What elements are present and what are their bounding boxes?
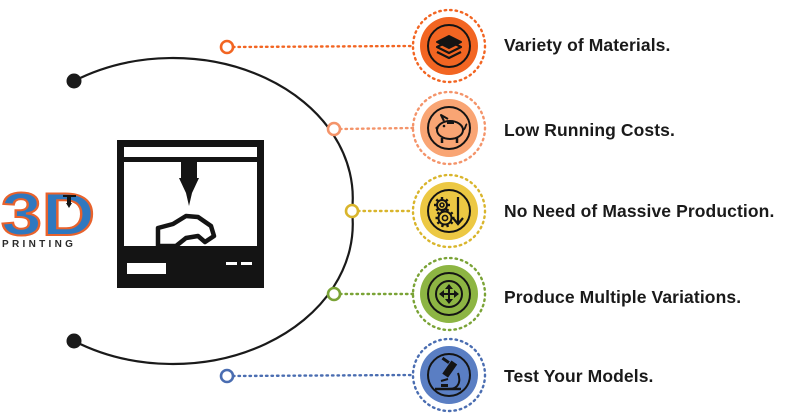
icon-frame-3 bbox=[427, 272, 471, 316]
four-arrows-icon bbox=[435, 280, 463, 308]
microscope-icon bbox=[435, 356, 461, 391]
layers-icon bbox=[435, 35, 463, 60]
icon-ring-3 bbox=[411, 256, 487, 332]
feature-label-test: Test Your Models. bbox=[504, 366, 654, 386]
connector-1 bbox=[338, 126, 415, 131]
arc-node-4 bbox=[219, 368, 235, 384]
arc-end-top bbox=[66, 73, 82, 89]
gears-arrow-icon bbox=[434, 197, 464, 228]
icon-ring-1 bbox=[411, 90, 487, 166]
logo-3d-printing: 3D PRINTING bbox=[0, 180, 96, 250]
logo-mini-printer-icon bbox=[63, 195, 76, 208]
arc-node-3 bbox=[326, 286, 342, 302]
logo-subtitle: PRINTING bbox=[2, 239, 76, 250]
connector-0 bbox=[231, 44, 415, 49]
logo-mark: 3D bbox=[1, 181, 95, 248]
icon-ring-2 bbox=[411, 173, 487, 249]
connector-4 bbox=[231, 373, 415, 378]
arc-nodes bbox=[219, 39, 360, 384]
feature-label-costs: Low Running Costs. bbox=[504, 120, 675, 140]
icon-ring-4 bbox=[411, 337, 487, 413]
feature-icons bbox=[411, 8, 487, 413]
printer-illustration bbox=[117, 140, 264, 288]
arc-node-0 bbox=[219, 39, 235, 55]
feature-label-variations: Produce Multiple Variations. bbox=[504, 287, 742, 307]
icon-ring-0 bbox=[411, 8, 487, 84]
icon-frame-1 bbox=[427, 106, 471, 150]
connectors bbox=[231, 44, 415, 378]
piggy-bank-icon bbox=[435, 114, 468, 143]
icon-frame-0 bbox=[427, 24, 471, 68]
icon-frame-2 bbox=[427, 189, 471, 233]
arc-end-bottom bbox=[66, 333, 82, 349]
arc-node-1 bbox=[326, 121, 342, 137]
feature-label-materials: Variety of Materials. bbox=[504, 35, 671, 55]
icon-frame-4 bbox=[427, 353, 471, 397]
feature-label-production: No Need of Massive Production. bbox=[504, 201, 775, 221]
arc-node-2 bbox=[344, 203, 360, 219]
